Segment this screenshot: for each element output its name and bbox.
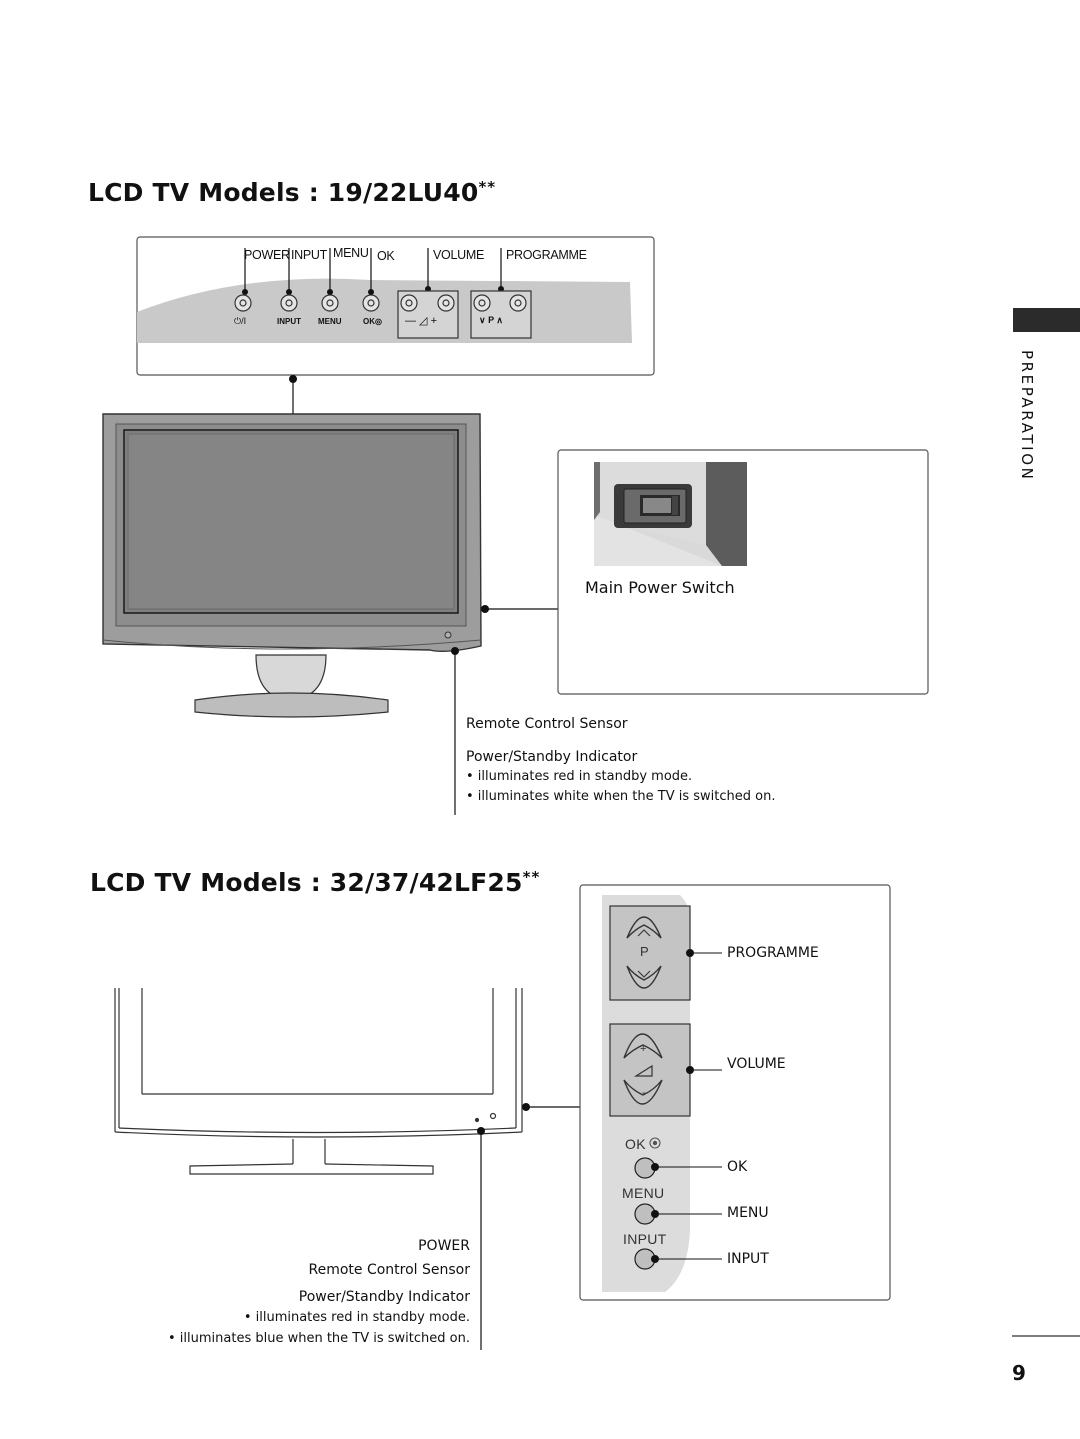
model1-title-suffix: ** [478, 178, 497, 196]
model2-power-label: POWER [418, 1238, 470, 1254]
label-menu: MENU [333, 246, 369, 260]
model2-label-programme: PROGRAMME [727, 945, 819, 961]
control-panel-leaders [244, 248, 502, 292]
model1-title-text: LCD TV Models : 19/22LU40 [88, 178, 479, 207]
menu-button[interactable] [321, 294, 339, 312]
section-tab-text: PREPARATION [1018, 350, 1036, 482]
model2-remote-sensor-label: Remote Control Sensor [308, 1262, 470, 1278]
panel-menu-symbol: MENU [318, 317, 342, 326]
panel-plus-sign: + [640, 1043, 647, 1055]
panel-power-symbol: ⏻/I [234, 316, 247, 326]
panel-programme-symbol: ∨ P ∧ [479, 315, 504, 325]
model1-indicator-label: Power/Standby Indicator [466, 749, 638, 765]
section-tab-label: PREPARATION [1012, 350, 1042, 490]
model1-remote-sensor-label: Remote Control Sensor [466, 716, 628, 732]
volume-up-button[interactable] [437, 294, 455, 312]
label-power: POWER [244, 248, 290, 262]
model2-bullet-standby: • illuminates red in standby mode. [243, 1310, 470, 1325]
model2-label-menu: MENU [727, 1205, 769, 1221]
main-power-switch-label: Main Power Switch [585, 578, 735, 597]
programme-down-button[interactable] [473, 294, 491, 312]
model1-bullet-on: • illuminates white when the TV is switc… [466, 789, 776, 804]
model2-label-ok: OK [727, 1159, 748, 1175]
tv-model1-illustration [102, 413, 482, 718]
programme-up-button[interactable] [509, 294, 527, 312]
model1-title: LCD TV Models : 19/22LU40** [88, 178, 496, 207]
label-input: INPUT [291, 248, 328, 262]
label-ok: OK [377, 249, 395, 263]
tv-model2-illustration [114, 988, 523, 1175]
panel-minus-sign: - [642, 1087, 646, 1099]
label-programme: PROGRAMME [506, 248, 587, 262]
panel-input-symbol: INPUT [277, 317, 301, 326]
panel-menu-caption: MENU [622, 1185, 665, 1201]
model1-bullet-standby: • illuminates red in standby mode. [466, 769, 693, 784]
model2-indicator-label: Power/Standby Indicator [298, 1289, 470, 1305]
model2-label-volume: VOLUME [727, 1056, 786, 1072]
model2-title-suffix: ** [522, 868, 541, 886]
model2-title-text: LCD TV Models : 32/37/42LF25 [90, 868, 523, 897]
panel-input-caption: INPUT [623, 1231, 667, 1247]
page-number: 9 [1012, 1361, 1026, 1385]
panel-p-letter: P [640, 944, 649, 959]
section-tab-marker [1013, 308, 1080, 332]
main-power-switch-photo [594, 462, 747, 566]
label-volume: VOLUME [433, 248, 484, 262]
panel-volume-symbol: — ◿ + [405, 315, 437, 327]
volume-down-button[interactable] [400, 294, 418, 312]
model2-label-input: INPUT [727, 1251, 769, 1267]
ok-button[interactable] [362, 294, 380, 312]
panel-ok-symbol: OK◎ [363, 317, 382, 326]
power-button[interactable] [234, 294, 252, 312]
panel-ok-caption: OK [625, 1136, 646, 1152]
input-button[interactable] [280, 294, 298, 312]
model2-title: LCD TV Models : 32/37/42LF25** [90, 868, 540, 897]
model2-bullet-on: • illuminates blue when the TV is switch… [168, 1331, 470, 1346]
